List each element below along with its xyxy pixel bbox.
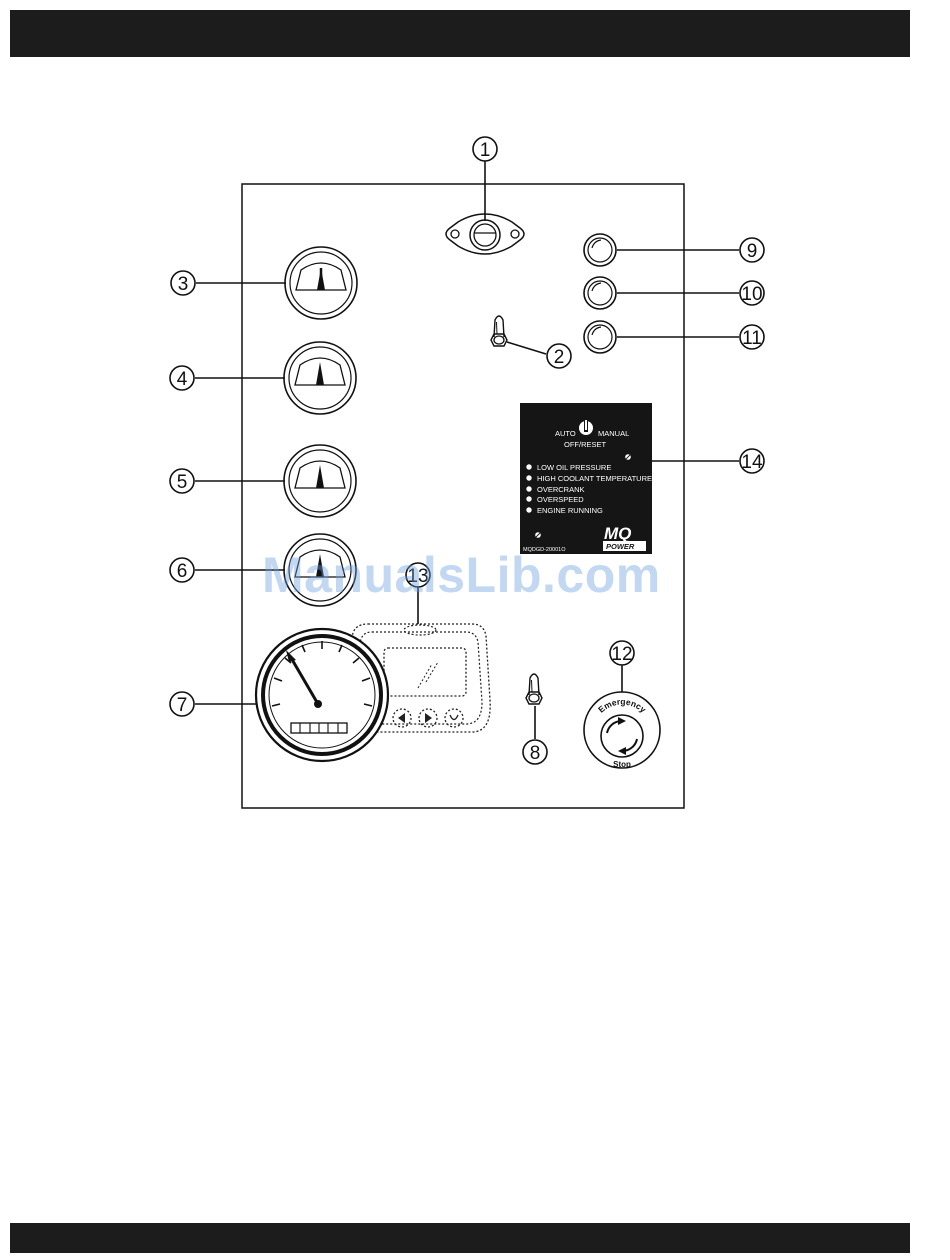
led-high-coolant-temperature bbox=[526, 475, 531, 480]
stop-label: Stop bbox=[613, 760, 631, 769]
svg-text:2: 2 bbox=[554, 347, 565, 368]
gauge-3 bbox=[285, 247, 357, 319]
led-engine-running bbox=[526, 507, 531, 512]
svg-text:12: 12 bbox=[611, 644, 632, 665]
indicator-lamp-9 bbox=[584, 234, 616, 266]
watermark: ManualsLib.com bbox=[262, 546, 661, 604]
callout-11: 11 bbox=[740, 325, 764, 349]
callout-12: 12 bbox=[610, 641, 634, 665]
svg-text:6: 6 bbox=[177, 561, 188, 582]
tachometer bbox=[256, 629, 388, 761]
svg-text:9: 9 bbox=[747, 241, 758, 262]
svg-text:14: 14 bbox=[741, 452, 763, 473]
led-label-high-coolant-temperature: HIGH COOLANT TEMPERATURE bbox=[537, 474, 652, 483]
svg-text:11: 11 bbox=[742, 328, 762, 349]
callout-7: 7 bbox=[170, 692, 194, 716]
engine-controller-panel: AUTO MANUAL OFF/RESET LOW OIL PRESSURE H… bbox=[520, 403, 652, 554]
led-overcrank bbox=[526, 486, 531, 491]
callout-3: 3 bbox=[171, 271, 195, 295]
callout-1: 1 bbox=[473, 137, 497, 161]
led-label-overcrank: OVERCRANK bbox=[537, 485, 585, 494]
svg-text:8: 8 bbox=[530, 743, 541, 764]
led-label-low-oil-pressure: LOW OIL PRESSURE bbox=[537, 463, 611, 472]
indicator-lamp-10 bbox=[584, 277, 616, 309]
led-overspeed bbox=[526, 496, 531, 501]
controller-screw-icon bbox=[535, 532, 541, 538]
indicator-lamp-11 bbox=[584, 321, 616, 353]
led-label-engine-running: ENGINE RUNNING bbox=[537, 506, 603, 515]
svg-text:7: 7 bbox=[177, 695, 188, 716]
svg-text:MQ: MQ bbox=[604, 524, 631, 543]
callout-8: 8 bbox=[523, 740, 547, 764]
controller-screw-icon bbox=[625, 454, 631, 460]
callout-5: 5 bbox=[170, 469, 194, 493]
callout-10: 10 bbox=[740, 281, 764, 305]
mode-auto-label: AUTO bbox=[555, 429, 576, 438]
mode-off-reset-label: OFF/RESET bbox=[564, 440, 607, 449]
callout-14: 14 bbox=[740, 449, 764, 473]
svg-text:5: 5 bbox=[177, 472, 188, 493]
callout-6: 6 bbox=[170, 558, 194, 582]
toggle-switch-2 bbox=[491, 316, 507, 346]
svg-text:1: 1 bbox=[480, 140, 491, 161]
toggle-switch-8 bbox=[526, 674, 542, 704]
emergency-stop-button: Emergency Stop bbox=[584, 692, 660, 769]
callout-4: 4 bbox=[170, 366, 194, 390]
led-label-overspeed: OVERSPEED bbox=[537, 495, 584, 504]
callout-2: 2 bbox=[547, 344, 571, 368]
gauge-4 bbox=[284, 342, 356, 414]
svg-text:3: 3 bbox=[178, 274, 189, 295]
mode-manual-label: MANUAL bbox=[598, 429, 629, 438]
led-low-oil-pressure bbox=[526, 464, 531, 469]
svg-text:4: 4 bbox=[177, 369, 188, 390]
callout-9: 9 bbox=[740, 238, 764, 262]
svg-text:10: 10 bbox=[741, 284, 762, 305]
gauge-5 bbox=[284, 445, 356, 517]
